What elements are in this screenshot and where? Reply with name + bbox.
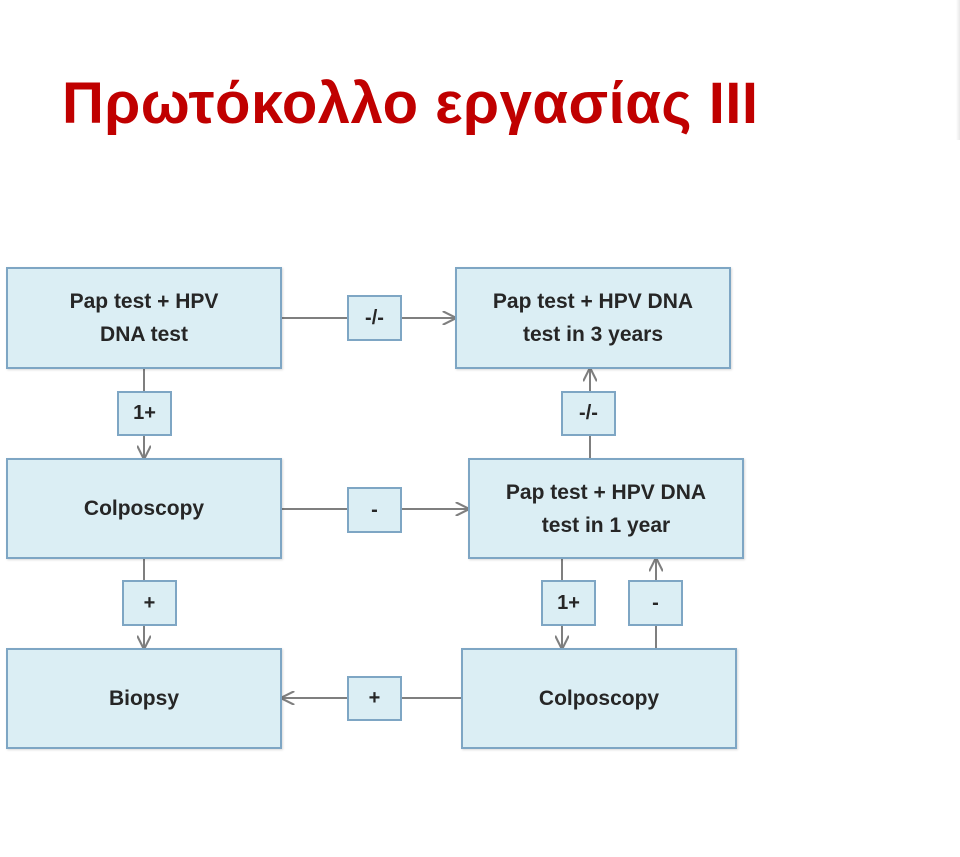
label-negative-middle: - [347,487,402,533]
label-positive-bottom: + [347,676,402,721]
label-negative-right-up: -/- [561,391,616,436]
box-colposcopy-right: Colposcopy [461,648,737,749]
label-negative-right-small: - [628,580,683,626]
box-colposcopy-right-text: Colposcopy [538,687,660,710]
label-negative-top: -/- [347,295,402,341]
box-colposcopy-left-text: Colposcopy [83,497,205,520]
box-colposcopy-left: Colposcopy [6,458,282,559]
label-positive-left: + [122,580,177,626]
slide-edge [956,0,960,140]
box-pap-hpv-initial: Pap test + HPV DNA test [6,267,282,369]
box-pap-hpv-initial-text: Pap test + HPV DNA test [69,290,219,346]
box-pap-hpv-3-years: Pap test + HPV DNA test in 3 years [455,267,731,369]
box-pap-hpv-1-year-text: Pap test + HPV DNA test in 1 year [505,480,707,537]
page-title: Πρωτόκολλο εργασίας ΙΙΙ [62,71,759,136]
label-positive-1-right: 1+ [541,580,596,626]
label-positive-1-left: 1+ [117,391,172,436]
box-pap-hpv-1-year: Pap test + HPV DNA test in 1 year [468,458,744,559]
box-pap-hpv-3-years-text: Pap test + HPV DNA test in 3 years [492,290,694,346]
box-biopsy-text: Biopsy [108,687,179,710]
box-biopsy: Biopsy [6,648,282,749]
